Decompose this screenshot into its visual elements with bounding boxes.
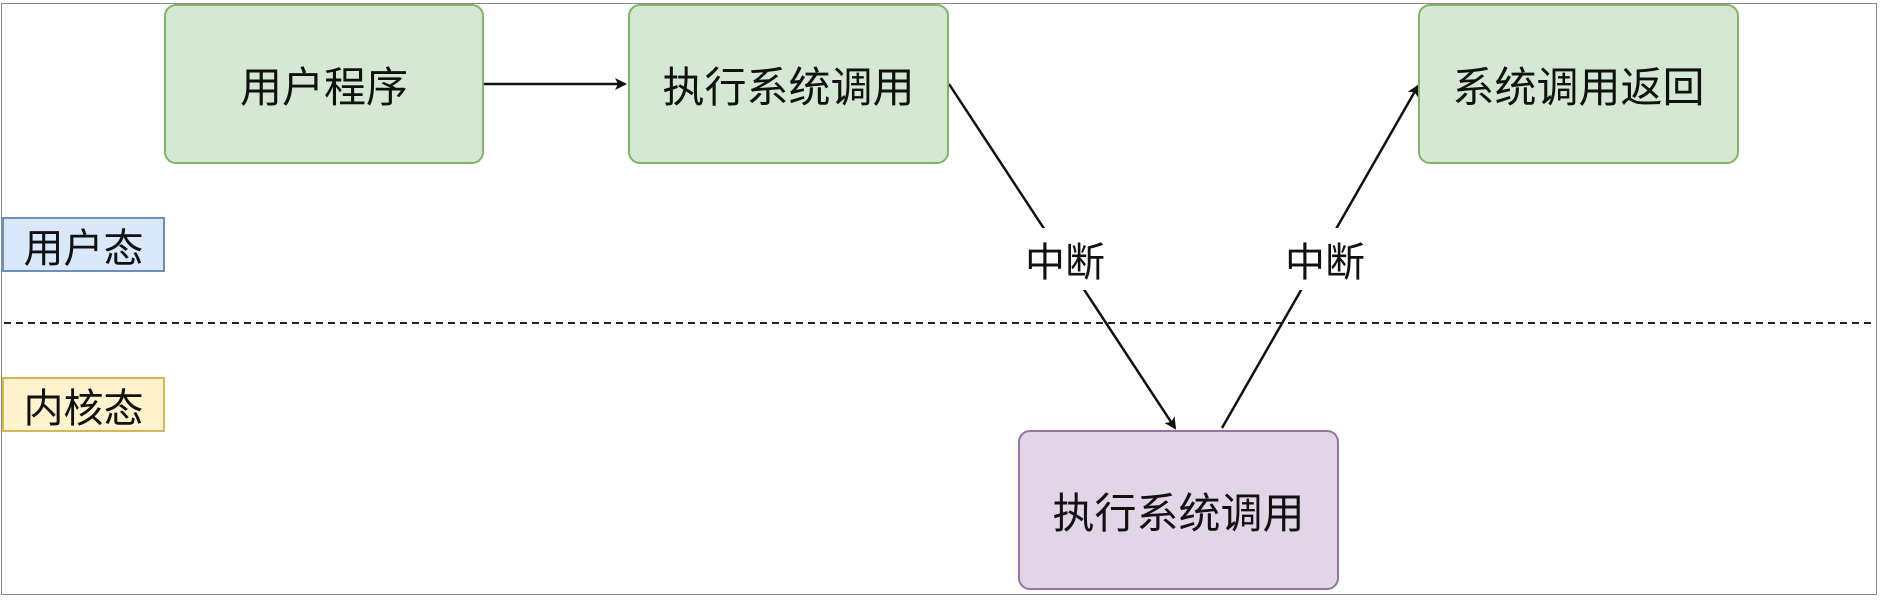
node-exec-syscall-kernel: 执行系统调用 <box>1018 430 1339 590</box>
edge-label-interrupt-down: 中断 <box>1020 228 1110 290</box>
user-mode-label: 用户态 <box>2 217 165 272</box>
node-syscall-return: 系统调用返回 <box>1418 4 1739 164</box>
node-user-program: 用户程序 <box>164 4 484 164</box>
edge-label-interrupt-up: 中断 <box>1280 228 1370 290</box>
kernel-mode-label: 内核态 <box>2 377 165 432</box>
node-exec-syscall-user: 执行系统调用 <box>628 4 949 164</box>
